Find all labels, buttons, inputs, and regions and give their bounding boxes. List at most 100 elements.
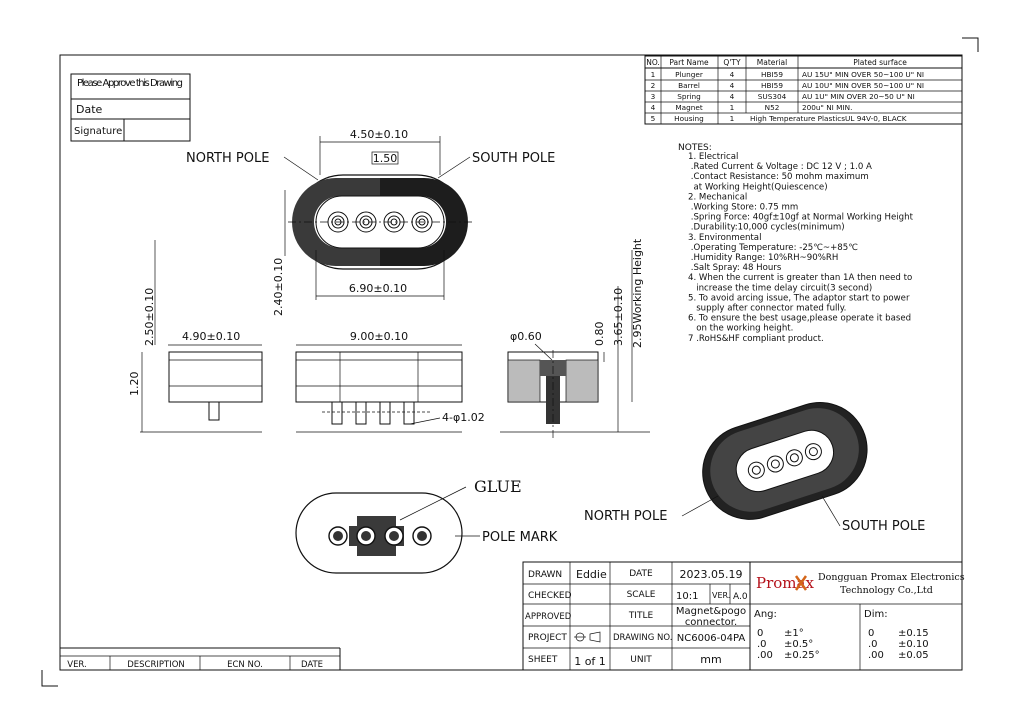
drawing-border <box>59 54 963 671</box>
promax-logo: Promax <box>756 574 814 592</box>
scale-value: 10:1 <box>676 591 698 602</box>
side-height-dim: 2.50±0.10 <box>143 288 156 346</box>
top-north-pole-label: NORTH POLE <box>186 151 269 166</box>
date-label: DATE <box>629 569 653 579</box>
section-d1: 0.80 <box>593 322 606 347</box>
drawing-no-value: NC6006-04PA <box>677 633 746 644</box>
glue-area <box>349 516 404 556</box>
revision-header: DATE <box>301 660 323 670</box>
bom-cell: Spring <box>677 92 701 101</box>
top-magnet-south <box>380 178 468 266</box>
ang-tol-key: .00 <box>757 650 773 661</box>
bom-cell: HBI59 <box>761 70 783 79</box>
approval-title-line1: Please Approve this Drawing <box>77 78 183 89</box>
notes-line: supply after connector mated fully. <box>688 304 846 314</box>
top-view: 4.50±0.10 1.50 NORTH POLE SOUTH POLE 6.9… <box>186 128 555 316</box>
title-label: TITLE <box>628 611 654 621</box>
unit-value: mm <box>700 653 721 666</box>
ang-label: Ang: <box>754 609 777 620</box>
bom-cell: 5 <box>651 114 656 123</box>
approved-label: APPROVED <box>525 612 572 622</box>
notes-line: 1. Electrical <box>688 152 738 162</box>
scale-label: SCALE <box>627 590 656 600</box>
dim-tol-value: ±0.10 <box>898 639 929 650</box>
top-inner-dim: 6.90±0.10 <box>349 282 407 295</box>
bom-cell: 3 <box>651 92 656 101</box>
top-magnet-north <box>292 178 380 266</box>
sheet-value: 1 of 1 <box>574 655 606 668</box>
notes-line: .Humidity Range: 10%RH~90%RH <box>688 253 838 263</box>
top-south-pole-label: SOUTH POLE <box>472 151 555 166</box>
notes-line: .Salt Spray: 48 Hours <box>688 263 782 273</box>
bom-cell: Magnet <box>675 103 703 112</box>
bom-cell: 1 <box>651 70 656 79</box>
drawn-value: Eddie <box>576 568 607 581</box>
notes-line: 6. To ensure the best usage,please opera… <box>688 314 911 324</box>
notes-line: 7 .RoHS&HF compliant product. <box>688 334 824 344</box>
notes: NOTES: 1. Electrical .Rated Current & Vo… <box>678 143 914 344</box>
section-d3: 2.95Working Height <box>631 238 644 348</box>
bom-cell: 200u" NI MIN. <box>802 103 852 112</box>
title-value-1: Magnet&pogo <box>676 606 746 617</box>
date-value: 2023.05.19 <box>680 568 743 581</box>
iso-south-pole-label: SOUTH POLE <box>842 519 925 534</box>
bom-cell: 4 <box>730 92 735 101</box>
company-name-1: Dongguan Promax Electronics <box>818 572 965 583</box>
side-view: 2.50±0.10 4.90±0.10 1.20 <box>128 240 263 433</box>
notes-line: .Durability:10,000 cycles(minimum) <box>688 223 845 233</box>
corner-mark-bottom-left <box>41 670 58 687</box>
drawn-label: DRAWN <box>528 570 562 580</box>
ang-tol-key: .0 <box>757 639 767 650</box>
iso-view <box>702 401 868 520</box>
ang-tol-value: ±0.25° <box>784 650 820 661</box>
pole-mark-label: POLE MARK <box>482 530 558 545</box>
approval-signature-label: Signature <box>74 126 122 137</box>
bom-header: NO. <box>646 58 660 67</box>
bottom-view: GLUE POLE MARK <box>295 477 558 574</box>
bom-cell: AU 10U" MIN OVER 50~100 U" NI <box>802 81 924 90</box>
revision-block: VER. DESCRIPTION ECN NO. DATE <box>60 647 341 670</box>
title-value-2: connector. <box>685 617 737 628</box>
section-view: φ0.60 0.80 3.65±0.10 2.95Working Height <box>500 238 650 438</box>
notes-line: increase the time delay circuit(3 second… <box>688 283 872 293</box>
drawing-no-label: DRAWING NO. <box>613 633 672 643</box>
bom-cell: 4 <box>730 81 735 90</box>
notes-line: 3. Environmental <box>688 233 761 243</box>
front-body <box>295 351 463 403</box>
bom-cell: Barrel <box>678 81 700 90</box>
bom-cell: AU 1U" MIN OVER 20~50 U" NI <box>802 92 915 101</box>
pitch-box <box>371 151 399 165</box>
dim-tol-value: ±0.05 <box>898 650 929 661</box>
top-pitch-dim: 1.50 <box>373 152 398 165</box>
notes-line: .Operating Temperature: -25℃~+85℃ <box>688 243 858 253</box>
front-pin-dia: 4-φ1.02 <box>442 411 485 424</box>
side-pin-dim: 1.20 <box>128 372 141 397</box>
front-length-dim: 9.00±0.10 <box>350 330 408 343</box>
ang-tol-value: ±0.5° <box>784 639 813 650</box>
section-dia-dim: φ0.60 <box>510 330 542 343</box>
bom-cell: Plunger <box>675 70 703 79</box>
notes-line: .Working Store: 0.75 mm <box>688 203 798 213</box>
notes-line: .Spring Force: 40gf±10gf at Normal Worki… <box>688 213 914 223</box>
bom-cell: High Temperature PlasticsUL 94V-0, BLACK <box>750 114 907 123</box>
company-name-2: Technology Co.,Ltd <box>840 585 933 596</box>
notes-line: .Contact Resistance: 50 mohm maximum <box>688 172 869 182</box>
iso-north-pole-label: NORTH POLE <box>584 509 667 524</box>
revision-header: ECN NO. <box>227 660 263 670</box>
projection-symbol-icon <box>574 631 601 643</box>
ver-label: VER. <box>712 591 730 600</box>
corner-mark-top-right <box>962 37 979 52</box>
bom-cell: SUS304 <box>758 92 787 101</box>
approval-box: Please Approve this Drawing Date Signatu… <box>70 73 191 142</box>
revision-header: VER. <box>67 660 87 670</box>
revision-header: DESCRIPTION <box>127 660 185 670</box>
bom-header: Plated surface <box>853 58 907 67</box>
top-height-dim: 2.40±0.10 <box>272 258 285 316</box>
bom-cell: 1 <box>730 103 735 112</box>
bom-header: Material <box>757 58 787 67</box>
side-body <box>168 351 263 403</box>
glue-label: GLUE <box>474 477 522 496</box>
side-depth-dim: 4.90±0.10 <box>182 330 240 343</box>
